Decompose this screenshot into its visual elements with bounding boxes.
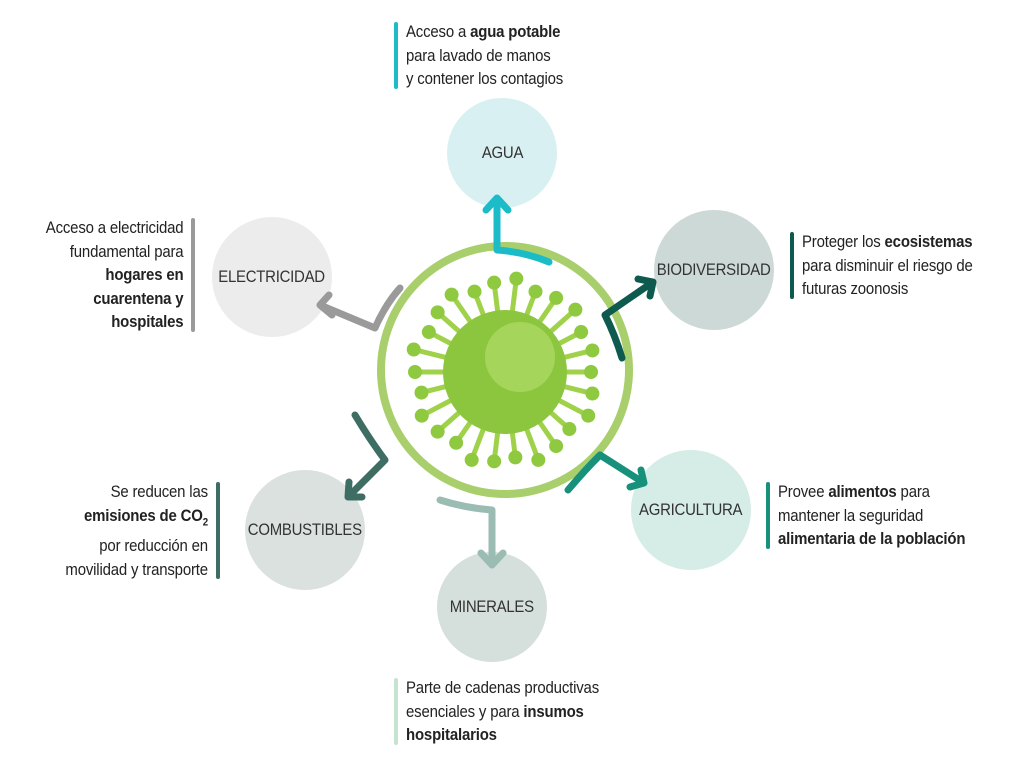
accent-bar	[394, 678, 398, 745]
text-bold: alimentaria de la población	[778, 529, 966, 548]
text: para disminuir el riesgo de	[802, 255, 973, 275]
text: Acceso a electricidad	[45, 218, 183, 237]
virus-icon	[406, 271, 600, 469]
text: Se reducen las	[110, 482, 209, 501]
virus-spike-tip	[414, 385, 429, 400]
virus-spike-tip	[581, 408, 596, 423]
note-agua: Acceso a agua potable para lavado de man…	[394, 20, 585, 91]
virus-spike-tip	[508, 450, 523, 465]
arrow-agricultura	[564, 451, 648, 494]
virus-spike-tip	[406, 342, 421, 357]
node-label: ELECTRICIDAD	[218, 267, 326, 286]
text: y contener los contagios	[406, 69, 564, 88]
node-agricultura: AGRICULTURA	[631, 450, 751, 570]
virus-spike-tip	[585, 386, 600, 401]
virus-spike-tip	[449, 435, 464, 450]
node-combustibles: COMBUSTIBLES	[245, 470, 365, 590]
virus-spike-tip	[414, 408, 429, 423]
virus-spike-tip	[549, 439, 564, 454]
note-combustibles: Se reducen las emisiones de CO2 por redu…	[46, 480, 220, 581]
text: para lavado de manos	[406, 45, 551, 65]
text: futuras zoonosis	[802, 279, 909, 298]
virus-spike-tip	[531, 452, 546, 467]
text: Parte de cadenas productivas	[406, 678, 600, 697]
virus-spike-tip	[430, 424, 445, 439]
text: Provee	[778, 482, 829, 501]
virus-spike-tip	[585, 343, 600, 358]
text-bold: insumos	[523, 701, 584, 721]
arrow-biodiversidad	[601, 275, 657, 362]
note-biodiversidad: Proteger los ecosistemas para disminuir …	[790, 230, 996, 301]
virus-spike-tip	[528, 284, 543, 299]
note-agricultura: Provee alimentos para mantener la seguri…	[766, 480, 991, 551]
text: movilidad y transporte	[65, 559, 209, 579]
virus-spike-tip	[464, 452, 479, 467]
virus-spike-tip	[487, 454, 502, 469]
node-label: AGUA	[481, 143, 523, 162]
text: para	[896, 482, 930, 501]
accent-bar	[191, 218, 195, 332]
center-ring	[377, 242, 633, 498]
node-label: AGRICULTURA	[639, 500, 743, 519]
text: mantener la seguridad	[778, 505, 924, 525]
text-bold: hospitales	[110, 312, 183, 331]
virus-spike-tip	[444, 287, 459, 302]
virus-spike-tip	[467, 284, 482, 299]
virus-spike-tip	[574, 325, 589, 340]
text: por reducción en	[99, 536, 208, 556]
text-bold: emisiones de CO	[84, 505, 203, 525]
note-electricidad: Acceso a electricidad fundamental para h…	[27, 216, 195, 334]
arrow-combustibles	[344, 411, 389, 501]
text-bold: agua potable	[470, 22, 561, 41]
node-electricidad: ELECTRICIDAD	[212, 217, 332, 337]
arrow-minerales	[436, 496, 507, 569]
text-bold: hogares en	[104, 265, 183, 284]
accent-bar	[790, 232, 794, 299]
virus-spike-tip	[568, 302, 583, 317]
text: esenciales y para	[406, 701, 524, 721]
subscript: 2	[202, 515, 208, 528]
virus-spike-tip	[430, 305, 445, 320]
virus-spike-tip	[509, 271, 524, 286]
text-bold: ecosistemas	[884, 232, 973, 251]
arrow-agua	[482, 194, 553, 266]
virus-spike-tip	[408, 365, 422, 379]
text-bold: hospitalarios	[406, 725, 497, 744]
node-agua: AGUA	[447, 98, 557, 208]
node-biodiversidad: BIODIVERSIDAD	[654, 210, 774, 330]
text: fundamental para	[69, 241, 183, 261]
arrow-electricidad	[316, 284, 404, 332]
virus-spike-tip	[421, 325, 436, 340]
text: Proteger los	[802, 232, 885, 251]
node-label: COMBUSTIBLES	[247, 520, 363, 539]
node-label: MINERALES	[449, 597, 535, 616]
virus-spike-tip	[549, 290, 564, 305]
note-minerales: Parte de cadenas productivas esenciales …	[394, 676, 625, 747]
accent-bar	[216, 482, 220, 580]
node-minerales: MINERALES	[437, 552, 547, 662]
text-bold: alimentos	[828, 482, 897, 501]
text-bold: cuarentena y	[92, 288, 183, 308]
virus-spike-tip	[562, 422, 577, 437]
node-label: BIODIVERSIDAD	[657, 260, 771, 279]
text: Acceso a	[406, 22, 471, 41]
virus-spike-tip	[487, 275, 502, 290]
accent-bar	[394, 22, 398, 89]
accent-bar	[766, 482, 770, 549]
virus-highlight	[485, 322, 555, 392]
virus-spike-tip	[584, 365, 598, 379]
